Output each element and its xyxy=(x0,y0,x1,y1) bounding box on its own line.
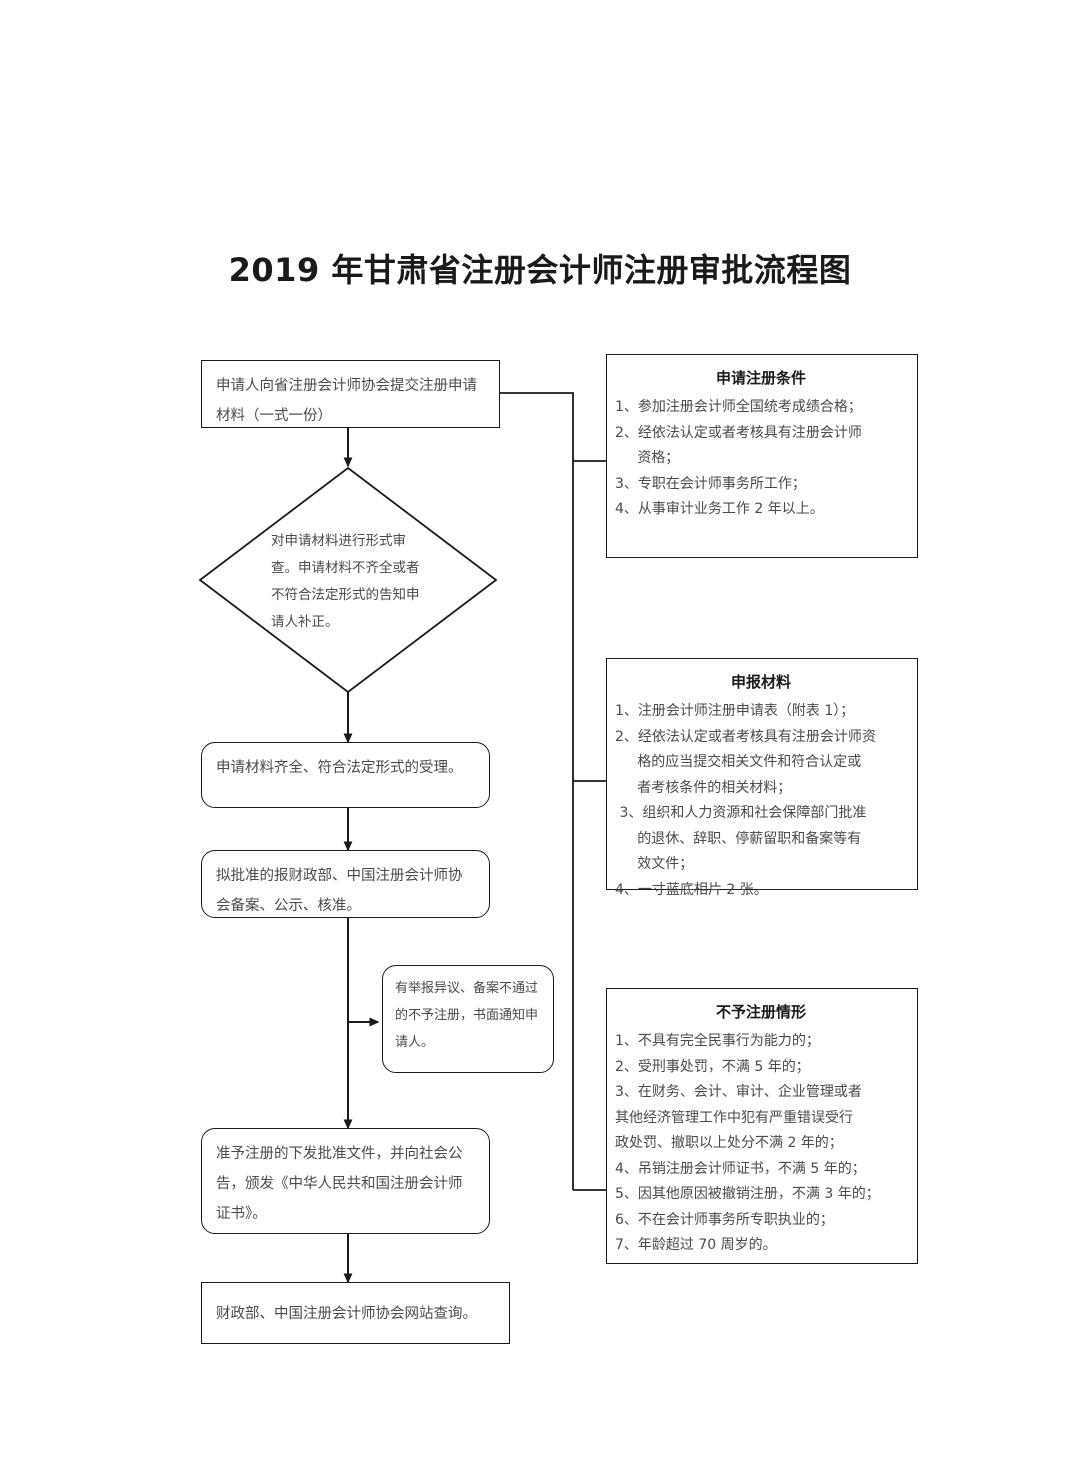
node-refuse-registration-notice[interactable]: 有举报异议、备案不通过的不予注册，书面通知申请人。 xyxy=(382,965,554,1073)
list-item: 1、注册会计师注册申请表（附表 1）； xyxy=(615,703,855,719)
list-item: 4、一寸蓝底相片 2 张。 xyxy=(615,881,768,898)
list-item: 2、经依法认定或者考核具有注册会计师资 格的应当提交相关文件和符合认定或 者考核… xyxy=(615,728,876,796)
list-item: 3、专职在会计师事务所工作； xyxy=(615,475,806,492)
panel-registration-conditions: 申请注册条件 1、参加注册会计师全国统考成绩合格； 2、经依法认定或者考核具有注… xyxy=(606,354,918,558)
node-accept-materials[interactable]: 申请材料齐全、符合法定形式的受理。 xyxy=(201,742,490,808)
node-form-review-decision[interactable]: 对申请材料进行形式审查。申请材料不齐全或者不符合法定形式的告知申请人补正。 xyxy=(200,468,496,692)
list-item: 2、受刑事处罚，不满 5 年的； xyxy=(615,1058,810,1075)
panel-refusal-circumstances: 不予注册情形 1、不具有完全民事行为能力的； 2、受刑事处罚，不满 5 年的； … xyxy=(606,988,918,1264)
list-item: 6、不在会计师事务所专职执业的； xyxy=(615,1211,834,1228)
node-form-review-decision-label: 对申请材料进行形式审查。申请材料不齐全或者不符合法定形式的告知申请人补正。 xyxy=(271,533,420,630)
node-grant-registration[interactable]: 准予注册的下发批准文件，并向社会公告，颁发《中华人民共和国注册会计师证书》。 xyxy=(201,1128,490,1234)
node-submit-for-record[interactable]: 拟批准的报财政部、中国注册会计师协会备案、公示、核准。 xyxy=(201,850,490,918)
panel-registration-conditions-list: 1、参加注册会计师全国统考成绩合格； 2、经依法认定或者考核具有注册会计师 资格… xyxy=(615,395,907,523)
list-item: 1、参加注册会计师全国统考成绩合格； xyxy=(615,399,862,415)
list-item: 5、因其他原因被撤销注册，不满 3 年的； xyxy=(615,1186,880,1202)
list-item: 3、在财务、会计、审计、企业管理或者 其他经济管理工作中犯有严重错误受行 政处罚… xyxy=(615,1084,862,1151)
node-submit-application[interactable]: 申请人向省注册会计师协会提交注册申请材料（一式一份） xyxy=(201,360,500,428)
list-item: 2、经依法认定或者考核具有注册会计师 资格； xyxy=(615,424,862,467)
node-website-query[interactable]: 财政部、中国注册会计师协会网站查询。 xyxy=(201,1282,510,1344)
panel-application-materials-title: 申报材料 xyxy=(730,673,791,691)
list-item: 3、组织和人力资源和社会保障部门批准 的退休、辞职、停薪留职和备案等有 效文件； xyxy=(619,805,867,872)
list-item: 4、吊销注册会计师证书，不满 5 年的； xyxy=(615,1160,866,1177)
page-title: 2019 年甘肃省注册会计师注册审批流程图 xyxy=(228,251,852,289)
list-item: 1、不具有完全民事行为能力的； xyxy=(615,1033,820,1049)
list-item: 7、年龄超过 70 周岁的。 xyxy=(615,1237,777,1253)
panel-registration-conditions-title: 申请注册条件 xyxy=(715,369,806,387)
panel-refusal-circumstances-list: 1、不具有完全民事行为能力的； 2、受刑事处罚，不满 5 年的； 3、在财务、会… xyxy=(615,1029,907,1259)
list-item: 4、从事审计业务工作 2 年以上。 xyxy=(615,501,824,517)
panel-refusal-circumstances-title: 不予注册情形 xyxy=(715,1003,806,1021)
panel-application-materials: 申报材料 1、注册会计师注册申请表（附表 1）； 2、经依法认定或者考核具有注册… xyxy=(606,658,918,898)
panel-application-materials-list: 1、注册会计师注册申请表（附表 1）； 2、经依法认定或者考核具有注册会计师资 … xyxy=(615,699,907,903)
